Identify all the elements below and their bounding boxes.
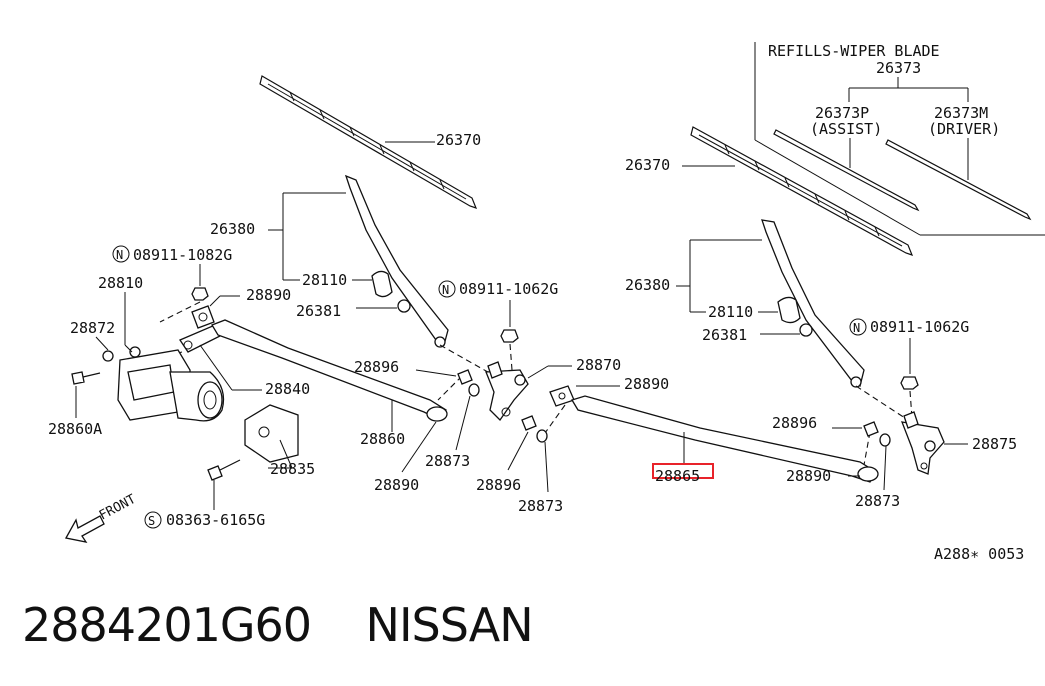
label-bush-e: 28896 <box>772 414 817 432</box>
refill-strip-driver <box>885 139 1032 221</box>
label-refill-assist-name: (ASSIST) <box>810 120 882 138</box>
link-rod-left: 28860 <box>211 319 448 448</box>
front-direction-indicator: FRONT <box>64 492 139 543</box>
label-blade-right: 26370 <box>625 156 670 174</box>
washer-28873-middle: 28873 <box>518 429 563 515</box>
nut-pivot-left: N 08911-1062G <box>438 280 558 343</box>
front-arrow-icon <box>64 515 105 543</box>
refills-callout: REFILLS-WIPER BLADE 26373 26373P (ASSIST… <box>754 42 1045 236</box>
part-number-caption: 2884201G60 NISSAN <box>22 598 534 652</box>
highlight-rectangle <box>652 463 714 479</box>
diagram-code: A288∗ 0053 <box>934 545 1024 563</box>
label-washer-a: 28873 <box>425 452 470 470</box>
label-refill-assist-code: 26373P <box>815 104 869 122</box>
wiper-arm-right: 26380 <box>625 219 865 388</box>
label-motor: 28810 <box>98 274 143 292</box>
pivot-right: 28875 <box>900 411 1017 475</box>
label-cap-left: 28110 <box>302 271 347 289</box>
label-blade-left: 26370 <box>436 131 481 149</box>
label-washer-b: 28873 <box>518 497 563 515</box>
label-nut-pivot-right: 08911-1062G <box>870 318 969 336</box>
bush-28890-middle: 28890 <box>549 375 669 407</box>
label-motor-washer: 28872 <box>70 319 115 337</box>
motor-bracket: 28835 <box>244 404 315 478</box>
label-refills-code: 26373 <box>876 59 921 77</box>
bush-28896-left: 28896 <box>354 358 473 385</box>
label-arm-right: 26380 <box>625 276 670 294</box>
arm-cap-left: 28110 <box>302 270 393 298</box>
label-front: FRONT <box>97 492 139 524</box>
label-cap-right: 28110 <box>708 303 753 321</box>
label-washer-arm-right: 26381 <box>702 326 747 344</box>
s-mark-screw: S <box>148 514 155 528</box>
label-bush-c: 28890 <box>624 375 669 393</box>
bush-28896-right: 28896 <box>772 414 879 437</box>
label-pivot-right: 28875 <box>972 435 1017 453</box>
label-motor-bolt: 28860A <box>48 420 102 438</box>
bush-28890-left-link: 28890 <box>374 421 437 494</box>
motor-bolt: 28860A <box>48 371 102 438</box>
motor-washer: 28872 <box>70 319 115 362</box>
label-screw: 08363-6165G <box>166 511 265 529</box>
bush-28896-middle: 28896 <box>476 415 537 494</box>
label-crank-bush: 28890 <box>246 286 291 304</box>
arm-washer-left: 26381 <box>296 299 411 320</box>
nut-pivot-right: N 08911-1062G <box>849 318 969 390</box>
label-nut-motor: 08911-1082G <box>133 246 232 264</box>
arm-washer-right: 26381 <box>702 323 813 344</box>
label-pivot-left: 28870 <box>576 356 621 374</box>
label-refill-driver-code: 26373M <box>934 104 988 122</box>
label-washer-arm-left: 26381 <box>296 302 341 320</box>
wiper-blade-right: 26370 <box>625 126 914 256</box>
wiper-arm-left: 26380 <box>210 174 449 348</box>
wiper-blade-left: 26370 <box>259 75 481 209</box>
link-rod-right <box>571 395 879 483</box>
label-link-left: 28860 <box>360 430 405 448</box>
highlight-box-28865: 28865 <box>652 463 714 485</box>
arm-cap-right: 28110 <box>708 296 801 324</box>
label-bush-b: 28890 <box>374 476 419 494</box>
refill-strip-assist <box>773 129 920 212</box>
label-nut-pivot-left: 08911-1062G <box>459 280 558 298</box>
n-mark-motor: N <box>116 248 123 262</box>
bush-28890-right: 28890 <box>786 467 860 485</box>
nut-motor: N 08911-1082G <box>112 245 232 301</box>
label-bush-a: 28896 <box>354 358 399 376</box>
wiper-motor: 28810 <box>98 274 225 422</box>
label-bracket: 28835 <box>270 460 315 478</box>
label-refill-driver-name: (DRIVER) <box>928 120 1000 138</box>
label-washer-c: 28873 <box>855 492 900 510</box>
label-bush-d: 28896 <box>476 476 521 494</box>
n-mark-pivot-left: N <box>442 283 449 297</box>
bracket-screw: S 08363-6165G <box>144 459 265 529</box>
washer-28873-left: 28873 <box>425 383 480 470</box>
label-refills-title: REFILLS-WIPER BLADE <box>768 42 940 60</box>
pivot-left: 28870 <box>485 356 621 422</box>
label-crank-arm: 28840 <box>265 380 310 398</box>
label-link-right-highlighted: 28865 <box>655 467 700 485</box>
label-bush-f: 28890 <box>786 467 831 485</box>
n-mark-pivot-right: N <box>853 321 860 335</box>
label-arm-left: 26380 <box>210 220 255 238</box>
washer-28873-right: 28873 <box>855 433 900 510</box>
crank-bush-28890-upper: 28890 <box>191 286 291 329</box>
